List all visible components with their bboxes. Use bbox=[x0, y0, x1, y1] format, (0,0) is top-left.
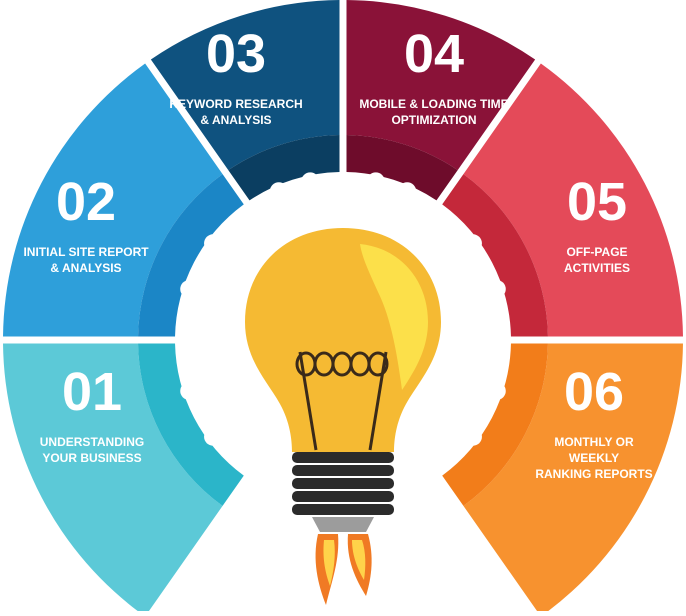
segment-inner-band bbox=[138, 343, 244, 506]
step-number: 03 bbox=[206, 24, 266, 84]
gear-tooth bbox=[204, 427, 223, 446]
step-label-line: WEEKLY bbox=[569, 451, 619, 465]
gear-tooth bbox=[269, 182, 288, 201]
gear-tooth bbox=[204, 234, 223, 253]
step-label-line: OFF-PAGE bbox=[566, 245, 627, 259]
base-ring bbox=[292, 452, 394, 463]
step-segment-03 bbox=[150, 0, 340, 201]
gear-tooth bbox=[180, 280, 199, 299]
step-label-line: ACTIVITIES bbox=[564, 261, 630, 275]
flame-core bbox=[323, 540, 335, 586]
gear-tooth bbox=[398, 182, 417, 201]
step-number: 04 bbox=[404, 24, 464, 84]
segment-outer bbox=[463, 63, 683, 337]
base-tip bbox=[312, 517, 374, 532]
step-label-line: & ANALYSIS bbox=[200, 113, 271, 127]
base-ring bbox=[292, 491, 394, 502]
step-number: 02 bbox=[56, 172, 116, 232]
step-segment-04 bbox=[346, 0, 536, 201]
segment-inner-band bbox=[138, 174, 244, 337]
segment-outer bbox=[150, 0, 340, 171]
segment-outer bbox=[3, 63, 223, 337]
gear-tooth bbox=[366, 172, 385, 191]
gear-tooth bbox=[301, 172, 320, 191]
gear-tooth bbox=[180, 381, 199, 400]
gear-tooth bbox=[487, 381, 506, 400]
segment-inner-band bbox=[442, 174, 548, 337]
segment-outer bbox=[463, 343, 683, 616]
bulb-base bbox=[292, 452, 394, 532]
step-label-line: INITIAL SITE REPORT bbox=[23, 245, 149, 259]
step-segment-05 bbox=[442, 63, 683, 337]
step-label-line: MONTHLY OR bbox=[554, 435, 634, 449]
lightbulb-icon bbox=[245, 228, 441, 605]
gear-tooth bbox=[463, 234, 482, 253]
gear-tooth bbox=[463, 427, 482, 446]
segment-inner-band bbox=[346, 135, 458, 201]
step-segment-02 bbox=[3, 63, 244, 337]
flame-core bbox=[352, 540, 366, 580]
step-number: 06 bbox=[564, 362, 624, 422]
step-segment-01 bbox=[3, 343, 244, 616]
step-label-line: RANKING REPORTS bbox=[535, 467, 652, 481]
base-ring bbox=[292, 478, 394, 489]
base-ring bbox=[292, 504, 394, 515]
step-label-line: OPTIMIZATION bbox=[391, 113, 476, 127]
step-label-line: YOUR BUSINESS bbox=[42, 451, 141, 465]
segment-outer bbox=[346, 0, 536, 171]
bulb-highlight bbox=[360, 244, 428, 390]
segment-inner-band bbox=[442, 343, 548, 506]
step-label-line: KEYWORD RESEARCH bbox=[169, 97, 302, 111]
gear-tooth bbox=[487, 280, 506, 299]
step-label-line: UNDERSTANDING bbox=[40, 435, 144, 449]
step-number: 05 bbox=[567, 172, 627, 232]
segment-outer bbox=[3, 343, 223, 616]
filament-stem bbox=[298, 351, 388, 451]
segment-inner-band bbox=[228, 135, 340, 201]
step-number: 01 bbox=[62, 362, 122, 422]
base-ring bbox=[292, 465, 394, 476]
step-segment-06 bbox=[442, 343, 683, 616]
step-label-line: & ANALYSIS bbox=[50, 261, 121, 275]
filament-coil bbox=[367, 351, 389, 377]
step-label-line: MOBILE & LOADING TIME bbox=[359, 97, 508, 111]
